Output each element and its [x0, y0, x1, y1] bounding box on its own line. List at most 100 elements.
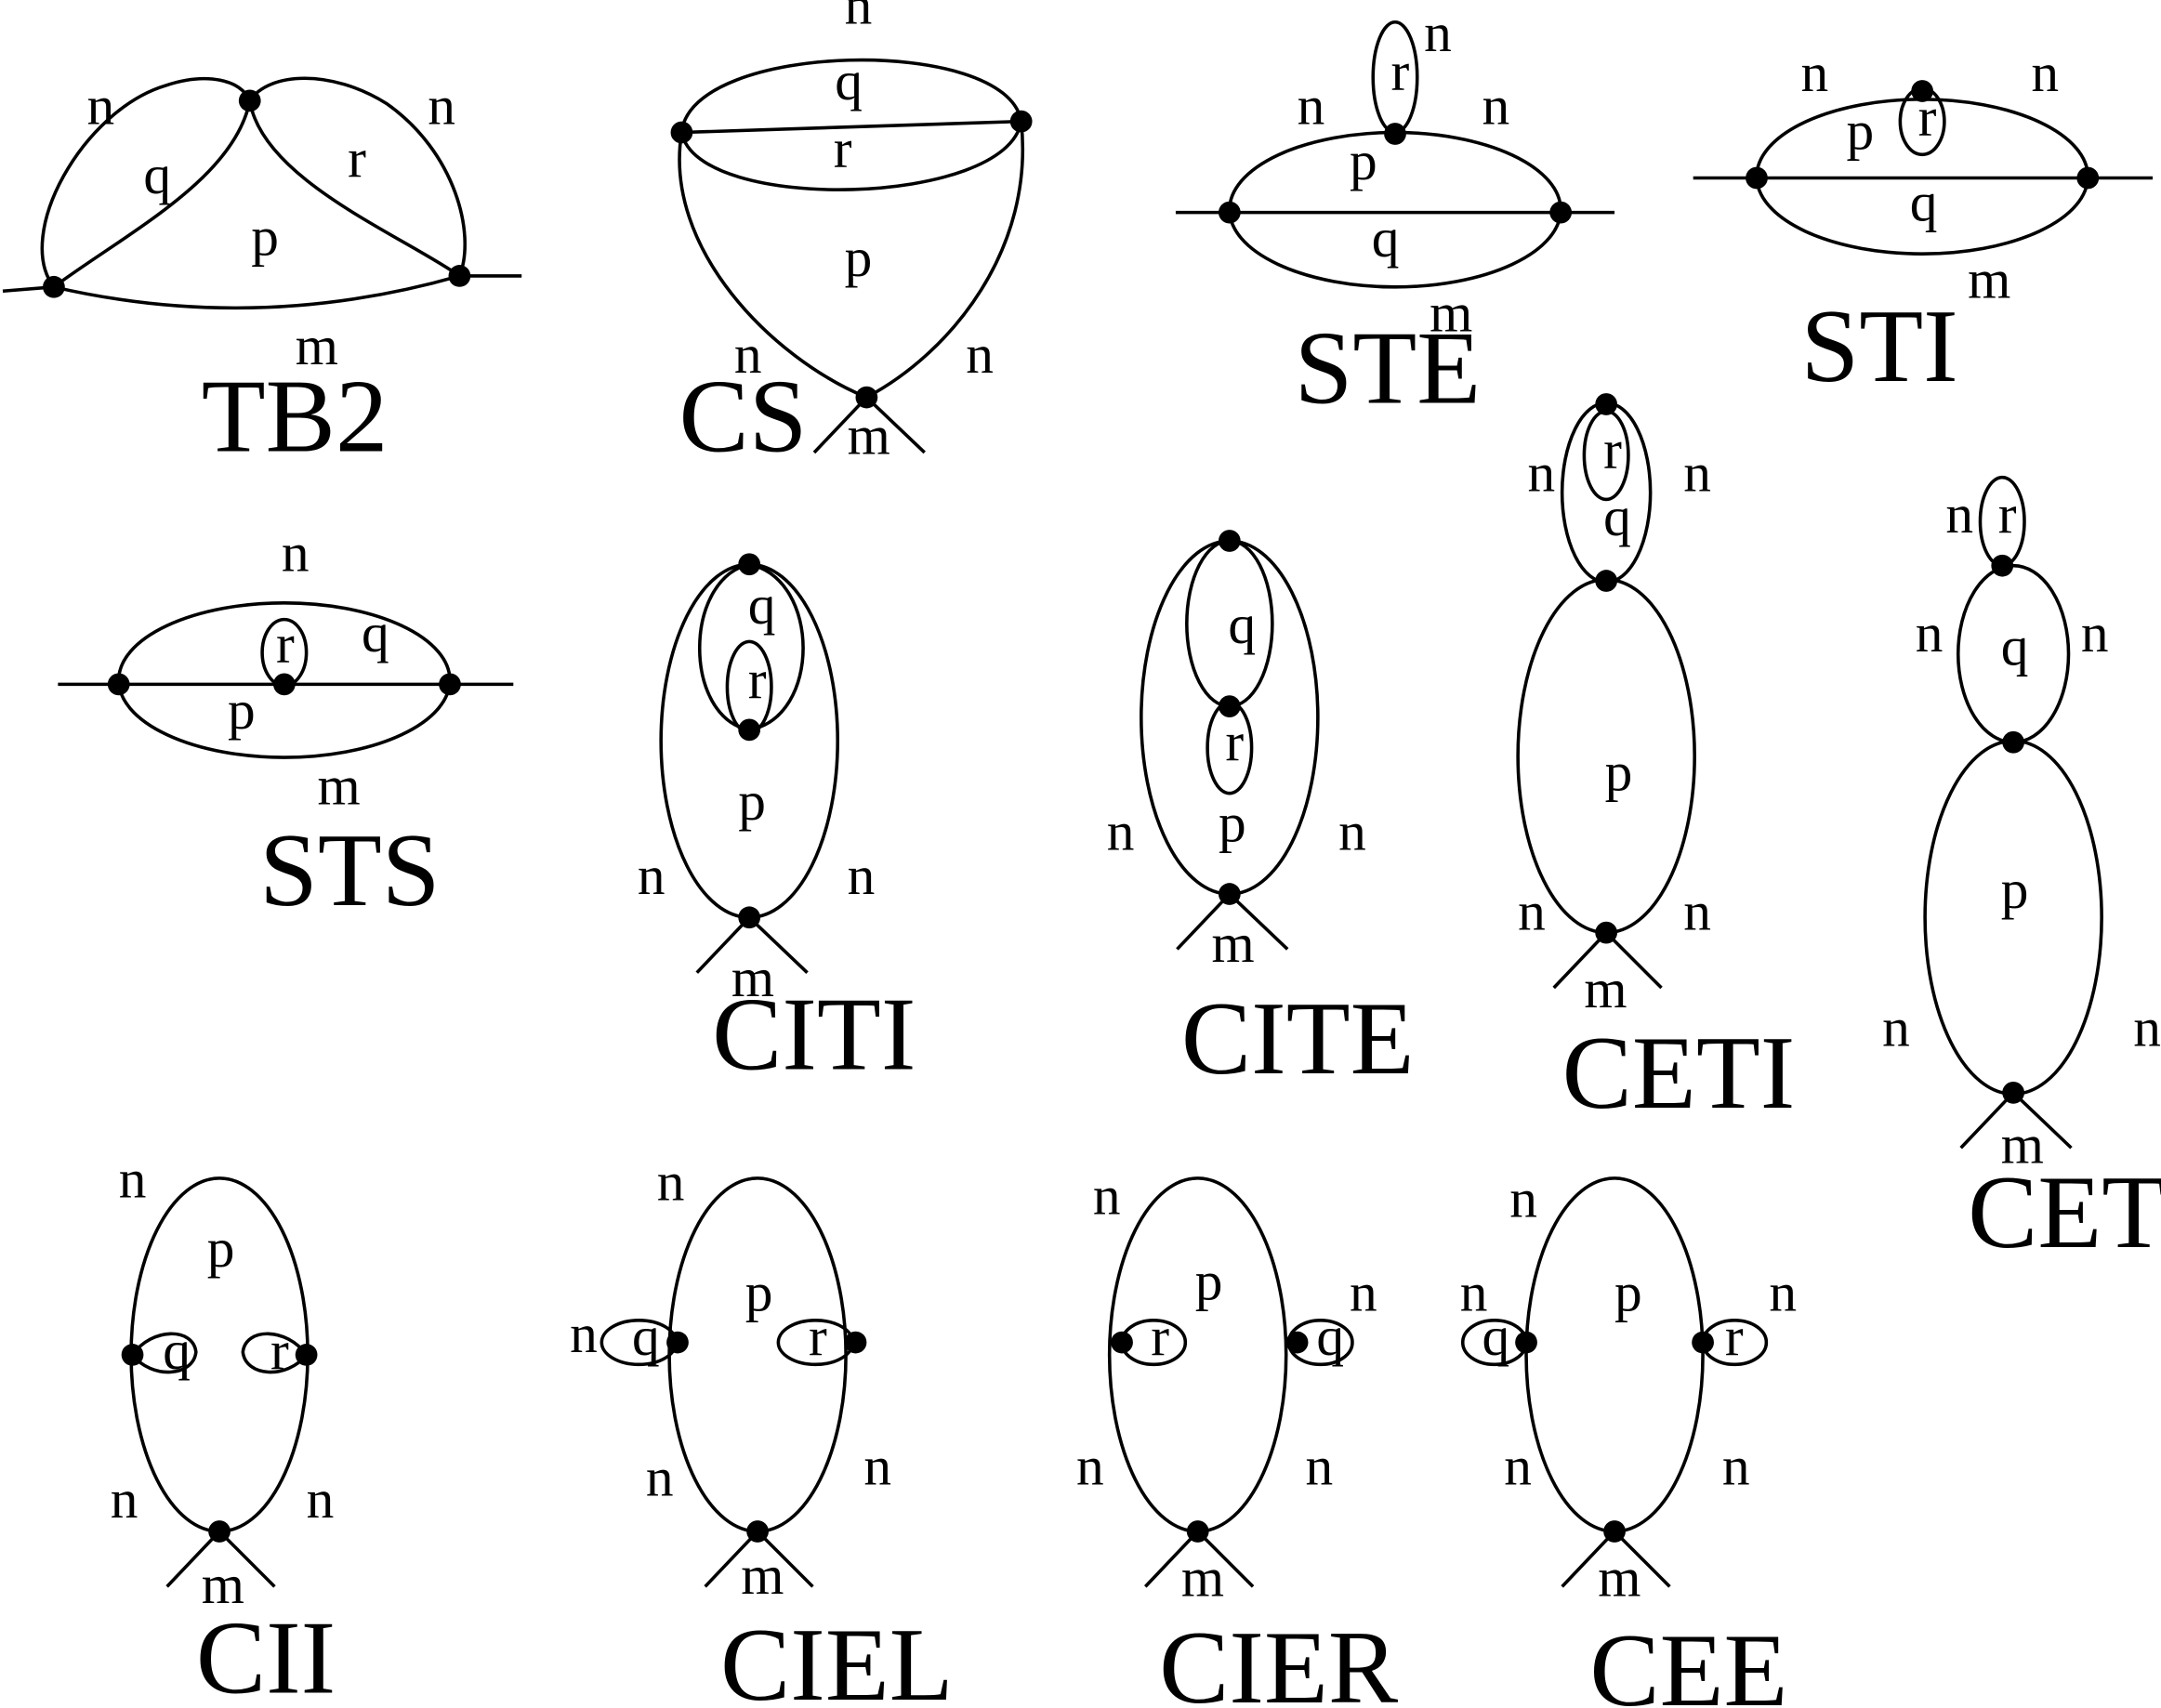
vertex: [107, 673, 130, 696]
line-label: m: [202, 1554, 244, 1615]
vertex: [738, 553, 761, 576]
diagram-sti: n n r p q m STI: [1693, 42, 2154, 404]
line-label: p: [745, 1261, 773, 1322]
external-line: [865, 396, 926, 454]
line-label: n: [1460, 1261, 1488, 1322]
diagram-name: CEE: [1589, 1612, 1787, 1708]
diagram-name: CETI: [1562, 1015, 1796, 1131]
external-line: [2011, 1091, 2073, 1150]
line-label: m: [1598, 1547, 1641, 1609]
external-line: [1613, 1530, 1671, 1588]
vertex: [1991, 554, 2014, 577]
diagram-name: STE: [1295, 310, 1482, 427]
line-label: n: [1093, 1164, 1121, 1226]
line-label: n: [2133, 996, 2161, 1058]
diagram-name: CIER: [1159, 1609, 1399, 1708]
vertex: [2002, 1081, 2025, 1104]
vertex: [1186, 1520, 1209, 1543]
line-label: p: [1605, 742, 1633, 803]
line-label: n: [428, 75, 455, 137]
line-label: n: [2081, 602, 2109, 663]
external-line: [747, 916, 809, 974]
line-label: p: [1846, 99, 1874, 161]
line-label: m: [1430, 282, 1472, 343]
vertex: [1384, 123, 1406, 145]
loop-p: [1524, 1176, 1705, 1533]
external-line: [165, 1530, 221, 1588]
line-label: n: [1338, 801, 1366, 862]
line-label: r: [348, 127, 366, 189]
external-line: [704, 1530, 759, 1588]
diagram-name: CITE: [1181, 980, 1415, 1097]
loop-q-inner: [52, 100, 252, 289]
line-label: p: [1614, 1261, 1642, 1322]
line-label: m: [1181, 1547, 1224, 1609]
line-label: n: [1504, 1435, 1532, 1496]
vertex: [1218, 695, 1241, 718]
vertex: [2002, 730, 2025, 754]
line-label: n: [570, 1303, 598, 1364]
line-label: q: [1482, 1306, 1510, 1367]
loop-q: [131, 1332, 198, 1374]
line-label: n: [1305, 1435, 1333, 1496]
line-label: n: [1518, 881, 1546, 942]
line-label: r: [1225, 711, 1244, 772]
line-label: q: [748, 574, 776, 636]
line-label: n: [111, 1468, 138, 1530]
diagram-name: CII: [196, 1600, 336, 1708]
vertex: [666, 1331, 689, 1354]
line-label: n: [87, 75, 115, 137]
line-label: m: [848, 404, 890, 466]
line-label: p: [1195, 1251, 1223, 1312]
line-label: m: [296, 315, 338, 376]
diagram-name: CITI: [712, 977, 916, 1093]
external-line: [756, 1530, 814, 1588]
line-label: q: [143, 144, 171, 205]
line-label: n: [1683, 442, 1711, 504]
line-label: n: [638, 845, 665, 906]
line-label: q: [163, 1320, 191, 1381]
external-line: [1959, 1091, 2015, 1150]
line-label: n: [1722, 1435, 1750, 1496]
line-label: n: [307, 1468, 335, 1530]
external-line: [1561, 1530, 1616, 1588]
diagram-cier: n p n r q n n m CIER: [1076, 1164, 1399, 1708]
vertex: [738, 718, 761, 742]
loop-r-inner: [247, 100, 461, 278]
line-label: q: [835, 50, 863, 112]
line-label: n: [848, 845, 876, 906]
vertex: [121, 1344, 144, 1366]
vertex: [208, 1520, 231, 1543]
line-label: p: [228, 679, 256, 741]
loop-q-top: [679, 58, 1023, 133]
vertex: [1595, 921, 1618, 944]
vertex: [855, 386, 878, 409]
diagram-cee: n n q p n r n n m CEE: [1460, 1167, 1797, 1708]
vertex: [1549, 201, 1573, 224]
external-line: [695, 916, 751, 974]
line-label: q: [2001, 616, 2029, 677]
vertex: [1595, 570, 1618, 592]
vertex: [2076, 166, 2100, 190]
external-line: [217, 1530, 276, 1588]
loop-q-outer: [40, 76, 252, 288]
line-label: p: [1219, 793, 1246, 854]
line-label: n: [657, 1151, 685, 1213]
diagram-name: CETE: [1968, 1154, 2161, 1270]
propagator-right-n: [865, 121, 1024, 400]
line-label: m: [1968, 249, 2010, 310]
diagram-ste: r n n n p q m STE: [1175, 2, 1615, 427]
line-label: m: [731, 947, 774, 1008]
vertex: [1285, 1331, 1309, 1354]
diagram-cii: n p q r n n m CII: [111, 1149, 336, 1708]
line-label: p: [251, 206, 279, 268]
vertex: [844, 1331, 867, 1354]
external-line: [1196, 1530, 1255, 1588]
diagram-name: CS: [679, 358, 807, 474]
line-label: n: [119, 1149, 147, 1210]
line-label: r: [276, 613, 295, 675]
loop-r-bottom: [679, 121, 1023, 191]
diagram-name: STI: [1800, 288, 1957, 404]
diagram-cete: r n q n n p n n m CETE: [1882, 475, 2161, 1270]
vertex: [1218, 201, 1241, 224]
